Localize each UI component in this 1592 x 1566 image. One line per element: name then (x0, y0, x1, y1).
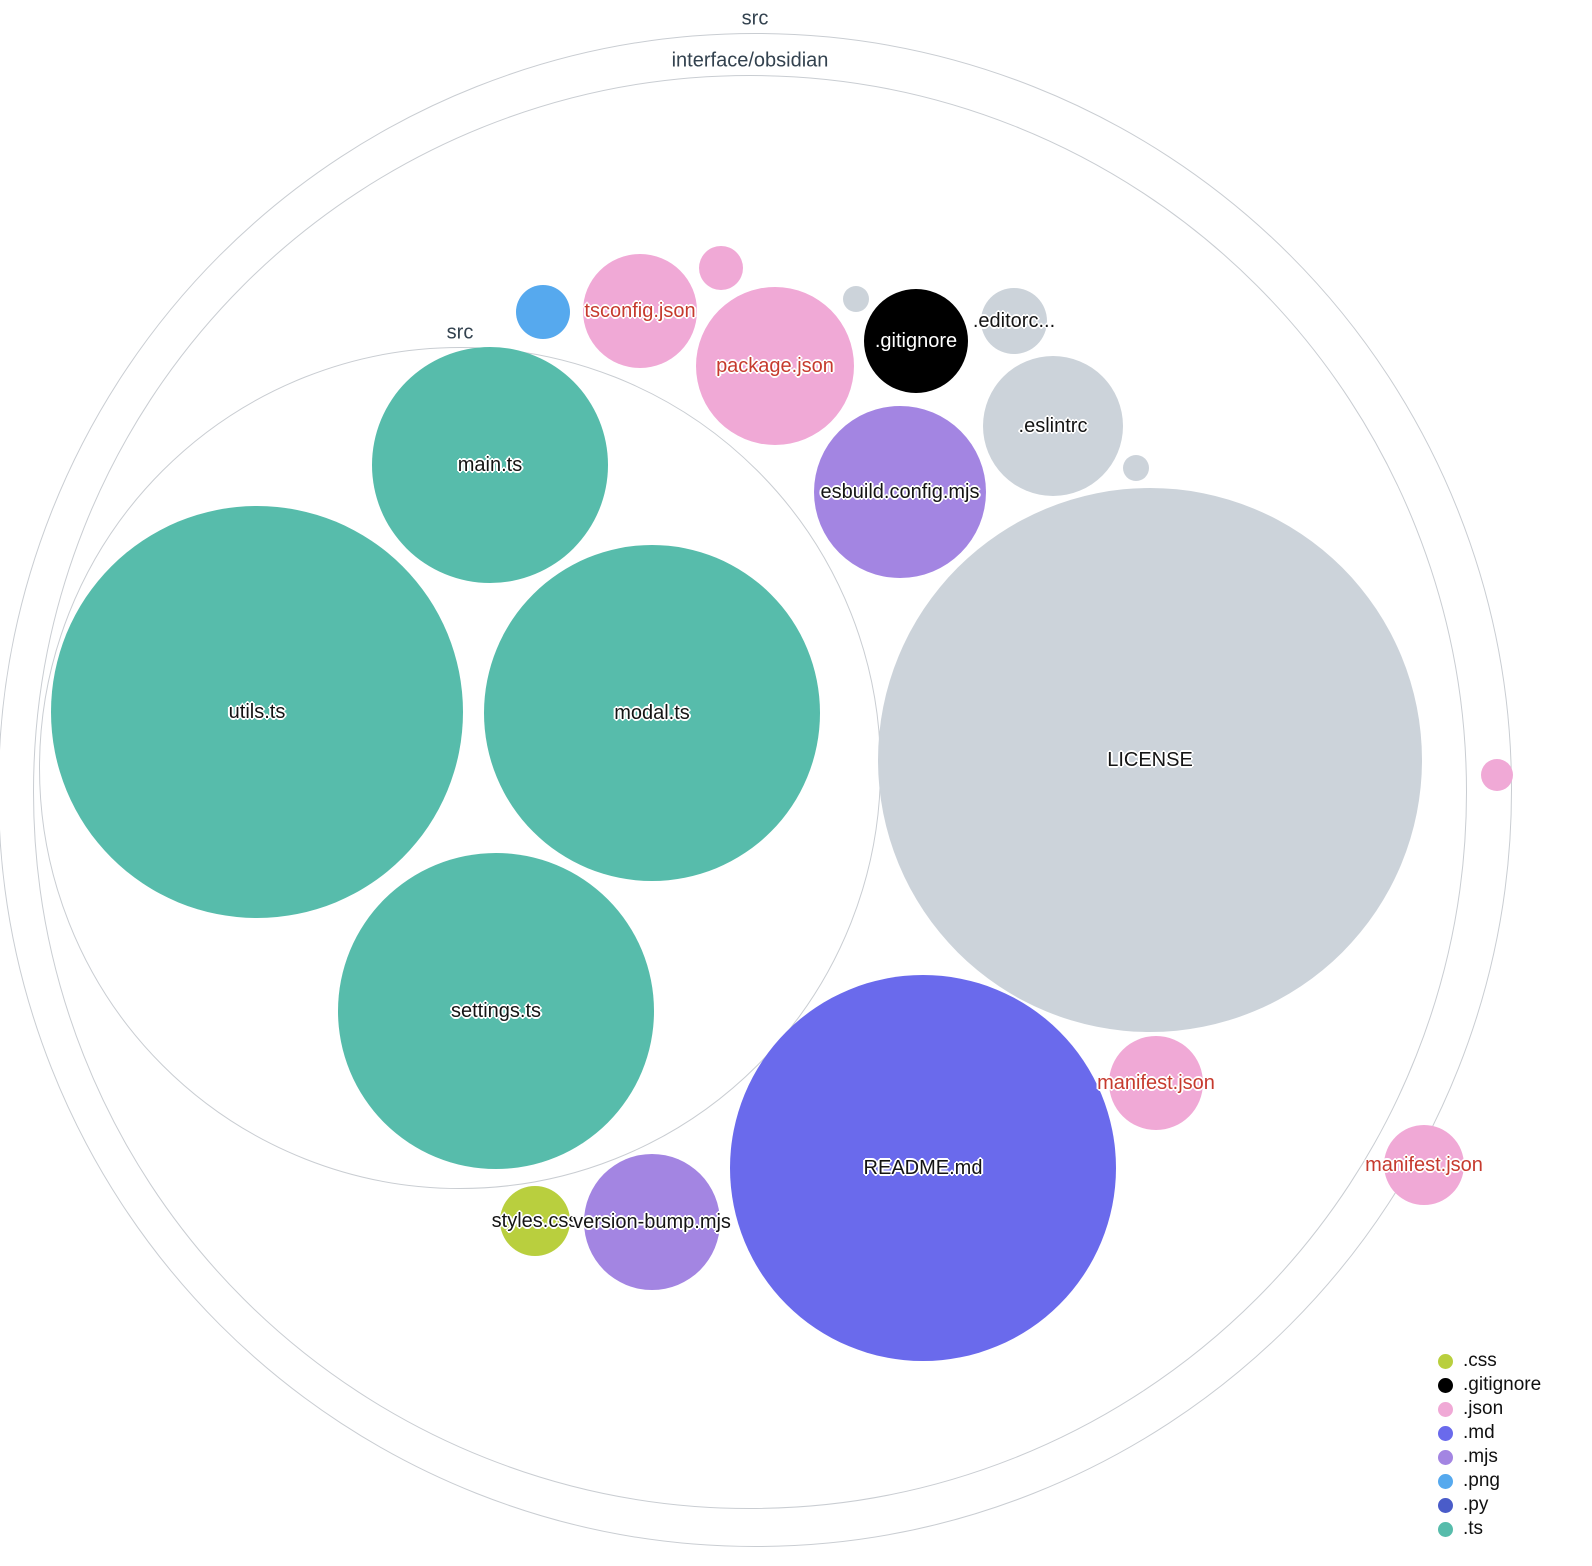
file-circle-png[interactable] (516, 285, 570, 339)
legend-label-py: .py (1463, 1494, 1489, 1515)
file-circle-readme-md[interactable]: README.md (730, 975, 1116, 1361)
legend-item-png: .png (1438, 1469, 1541, 1493)
file-circle-main-ts[interactable]: main.ts (372, 347, 608, 583)
file-circle-esbuild-config-mjs[interactable]: esbuild.config.mjs (814, 406, 986, 578)
file-label-version-bump-mjs: version-bump.mjs (573, 1210, 731, 1233)
file-circle-version-bump-mjs[interactable]: version-bump.mjs (573, 1154, 731, 1290)
legend-label-md: .md (1463, 1422, 1495, 1443)
file-circle-settings-ts[interactable]: settings.ts (338, 853, 654, 1169)
file-circle-gitignore[interactable]: .gitignore (864, 289, 968, 393)
file-label-license: LICENSE (1107, 748, 1193, 771)
file-label-gitignore: .gitignore (874, 329, 958, 352)
file-label-eslintrc: .eslintrc (1018, 414, 1088, 437)
legend-color-dot-ts (1438, 1521, 1453, 1537)
legend-item-ts: .ts (1438, 1517, 1541, 1541)
legend-color-dot-png (1438, 1473, 1453, 1489)
file-label-package-json: package.json (716, 354, 834, 377)
legend-color-dot-gitignore (1438, 1377, 1453, 1393)
directory-circle-interface-obsidian[interactable] (33, 75, 1467, 1509)
legend-item-py: .py (1438, 1493, 1541, 1517)
legend-color-dot-css (1438, 1353, 1453, 1369)
file-circle-unlabeled[interactable] (843, 286, 869, 312)
legend-item-md: .md (1438, 1421, 1541, 1445)
legend-label-ts: .ts (1463, 1518, 1484, 1539)
legend-color-dot-mjs (1438, 1449, 1453, 1465)
file-label-settings-ts: settings.ts (450, 999, 542, 1022)
legend: .css .gitignore .json .md .mjs .png .py .ts (1438, 1349, 1541, 1541)
legend-label-mjs: .mjs (1463, 1446, 1498, 1467)
file-circle-license[interactable]: LICENSE (878, 488, 1422, 1032)
file-label-styles-css: styles.css (491, 1209, 579, 1232)
file-circle-package-json[interactable]: package.json (696, 287, 854, 445)
directory-label-interface-obsidian: interface/obsidian (671, 49, 829, 72)
legend-color-dot-md (1438, 1425, 1453, 1441)
directory-circle-src[interactable] (0, 33, 1512, 1547)
legend-color-dot-json (1438, 1401, 1453, 1417)
legend-label-css: .css (1463, 1350, 1497, 1371)
file-circle-eslintrc[interactable]: .eslintrc (983, 356, 1123, 496)
file-circle-manifest-json[interactable]: manifest.json (1365, 1125, 1483, 1205)
file-label-manifest-json: manifest.json (1365, 1153, 1483, 1176)
file-circle-modal-ts[interactable]: modal.ts (484, 545, 820, 881)
file-label-editorc: .editorc... (972, 309, 1056, 332)
file-label-utils-ts: utils.ts (228, 700, 286, 723)
file-label-readme-md: README.md (863, 1156, 983, 1179)
file-circle-tsconfig-json[interactable]: tsconfig.json (583, 254, 697, 368)
file-label-modal-ts: modal.ts (614, 701, 690, 724)
file-circle-editorc[interactable]: .editorc... (973, 288, 1055, 354)
legend-label-png: .png (1463, 1470, 1500, 1491)
legend-item-css: .css (1438, 1349, 1541, 1373)
legend-item-mjs: .mjs (1438, 1445, 1541, 1469)
file-circle-unlabeled[interactable] (1123, 455, 1149, 481)
directory-label-src: src (446, 321, 474, 344)
file-label-manifest-json: manifest.json (1097, 1071, 1215, 1094)
file-label-main-ts: main.ts (457, 453, 523, 476)
legend-label-json: .json (1463, 1398, 1504, 1419)
file-label-esbuild-config-mjs: esbuild.config.mjs (820, 480, 980, 503)
legend-item-gitignore: .gitignore (1438, 1373, 1541, 1397)
file-circle-manifest-json[interactable]: manifest.json (1097, 1036, 1215, 1130)
file-label-tsconfig-json: tsconfig.json (584, 299, 696, 322)
directory-label-src: src (741, 7, 769, 30)
file-circle-styles-css[interactable]: styles.css (492, 1186, 578, 1256)
legend-item-json: .json (1438, 1397, 1541, 1421)
legend-color-dot-py (1438, 1497, 1453, 1513)
legend-label-gitignore: .gitignore (1463, 1374, 1542, 1395)
file-circle-json[interactable] (699, 246, 743, 290)
file-circle-json[interactable] (1481, 759, 1513, 791)
file-circle-utils-ts[interactable]: utils.ts (51, 506, 463, 918)
